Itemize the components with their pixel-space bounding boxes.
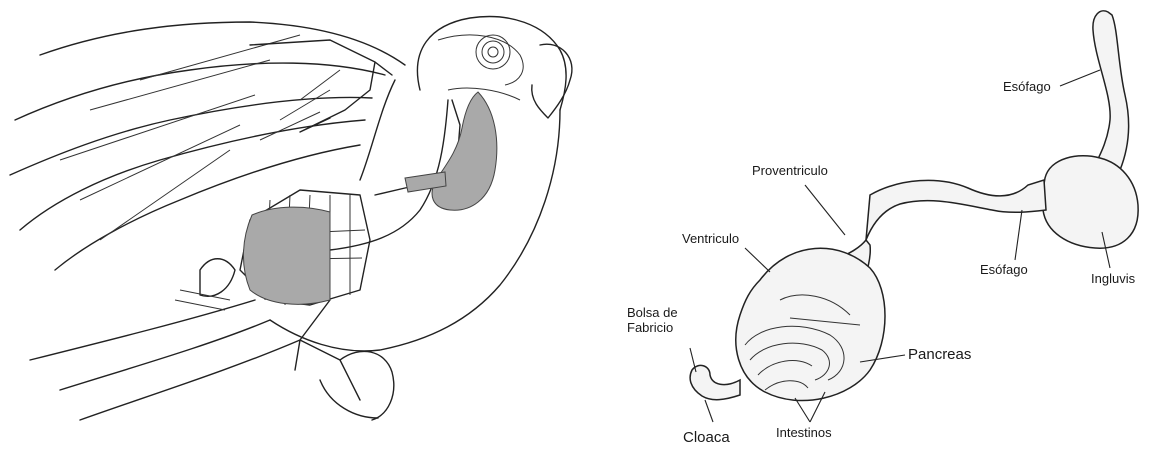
digestive-tract-illustration bbox=[690, 11, 1138, 401]
ventriculus bbox=[736, 248, 885, 400]
label-bolsa-de-fabricio: Bolsa de Fabricio bbox=[627, 305, 697, 335]
parrot-eye-ring bbox=[476, 35, 510, 69]
label-pancreas: Pancreas bbox=[908, 346, 971, 363]
label-cloaca: Cloaca bbox=[683, 429, 730, 446]
cloaca bbox=[690, 365, 740, 399]
label-ingluvis: Ingluvis bbox=[1091, 271, 1135, 286]
parrot-body-organs bbox=[243, 207, 330, 304]
parrot-tail bbox=[30, 300, 300, 420]
parrot-wing-bones bbox=[250, 40, 392, 132]
label-proventriculo: Proventriculo bbox=[752, 163, 828, 178]
parrot-illustration bbox=[10, 17, 572, 420]
parrot-wing bbox=[10, 22, 405, 270]
label-esofago-top: Esófago bbox=[1003, 79, 1051, 94]
label-ventriculo: Ventriculo bbox=[682, 231, 739, 246]
ingluvis bbox=[1043, 156, 1139, 248]
upper-esophagus bbox=[1093, 11, 1129, 170]
label-esofago-mid: Esófago bbox=[980, 262, 1028, 277]
label-intestinos: Intestinos bbox=[776, 425, 832, 440]
